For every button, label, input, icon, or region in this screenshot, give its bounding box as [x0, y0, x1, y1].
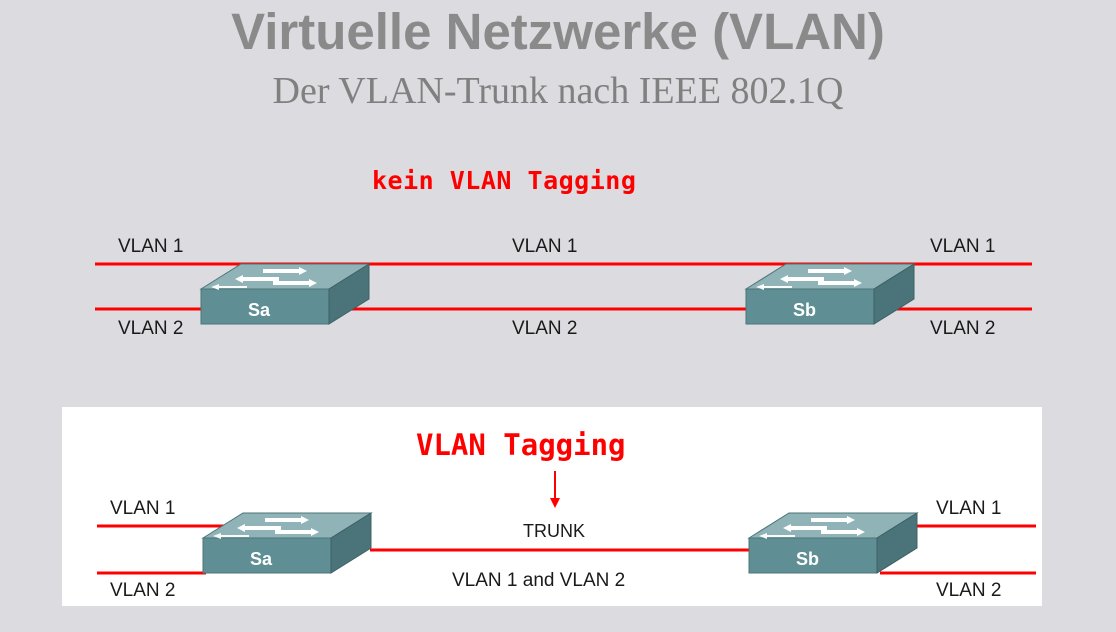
untagged-right-vlan2-label: VLAN 2: [930, 318, 996, 339]
untagged-heading: kein VLAN Tagging: [372, 166, 637, 195]
page-title: Virtuelle Netzwerke (VLAN): [231, 3, 885, 60]
page-subtitle: Der VLAN-Trunk nach IEEE 802.1Q: [272, 70, 844, 112]
tagged-right-vlan1-label: VLAN 1: [936, 498, 1002, 519]
untagged-middle-vlan1-label: VLAN 1: [512, 236, 578, 257]
trunk-vlans-label: VLAN 1 and VLAN 2: [452, 570, 626, 591]
tagged-left-vlan1-label: VLAN 1: [110, 498, 176, 519]
switch-sb-tagged-label: Sb: [796, 549, 820, 569]
tagged-left-vlan2-label: VLAN 2: [110, 580, 176, 601]
switch-sa-tagged: [202, 512, 372, 574]
untagged-middle-vlan2-label: VLAN 2: [512, 318, 578, 339]
untagged-left-vlan2-label: VLAN 2: [118, 318, 184, 339]
trunk-label: TRUNK: [523, 521, 585, 541]
tagged-heading: VLAN Tagging: [416, 428, 626, 462]
switch-sb-tagged: [748, 512, 918, 574]
switch-sa-untagged-label: Sa: [248, 300, 271, 320]
untagged-right-vlan1-label: VLAN 1: [930, 236, 996, 257]
untagged-left-vlan1-label: VLAN 1: [118, 236, 184, 257]
tagged-right-vlan2-label: VLAN 2: [936, 580, 1002, 601]
switch-sa-tagged-label: Sa: [250, 549, 273, 569]
switch-sb-untagged-label: Sb: [793, 300, 817, 320]
